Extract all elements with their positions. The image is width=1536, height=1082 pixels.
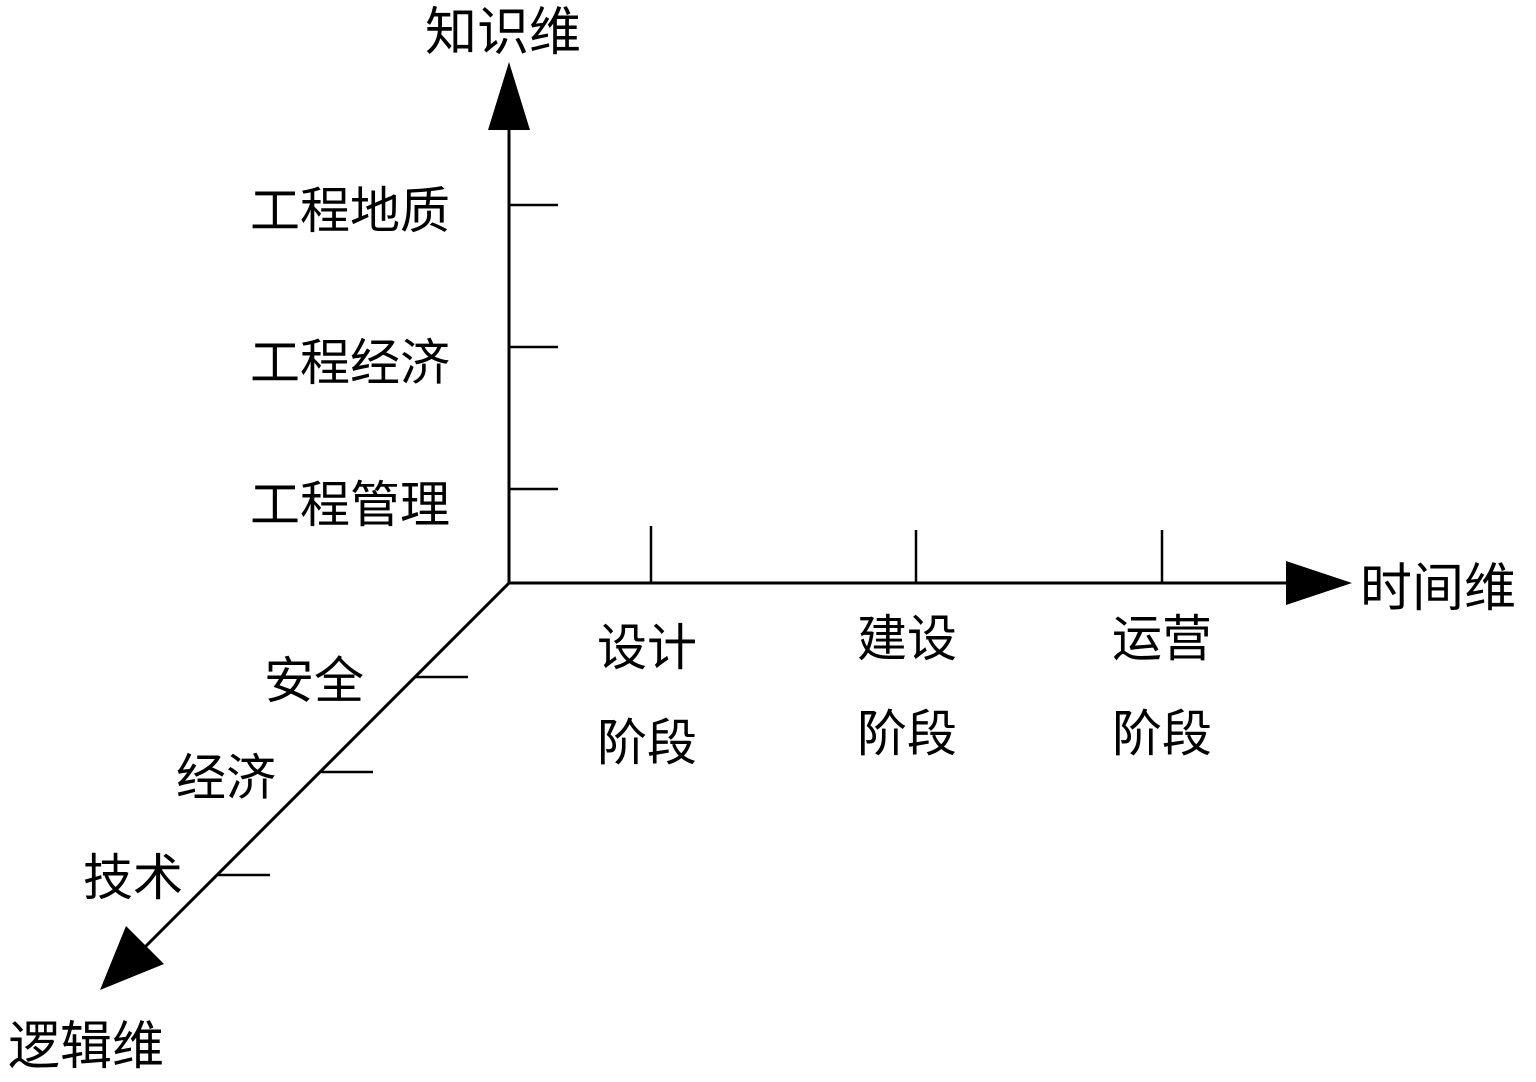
logic-tick-label-safety: 安全 — [264, 652, 364, 710]
time-tick-label-operation-line2: 阶段 — [1112, 705, 1212, 763]
knowledge-tick-label-management: 工程管理 — [250, 476, 450, 534]
time-tick-label-design-line2: 阶段 — [597, 714, 697, 772]
logic-tick-label-economy: 经济 — [176, 749, 276, 807]
time-tick-label-operation-line1: 运营 — [1112, 610, 1212, 668]
time-axis-title: 时间维 — [1360, 559, 1516, 619]
logic-tick-label-technology: 技术 — [83, 849, 183, 907]
knowledge-axis-arrow — [488, 62, 530, 130]
knowledge-tick-label-geology: 工程地质 — [250, 182, 450, 240]
time-tick-label-construction-line1: 建设 — [857, 610, 957, 668]
time-tick-label-design-line1: 设计 — [597, 619, 697, 677]
logic-axis-line — [143, 581, 511, 949]
logic-axis-arrow — [100, 926, 164, 990]
knowledge-tick-label-economics: 工程经济 — [250, 334, 450, 392]
knowledge-axis-title: 知识维 — [425, 3, 581, 63]
logic-axis-title: 逻辑维 — [8, 1017, 164, 1077]
time-tick-label-construction-line2: 阶段 — [857, 705, 957, 763]
time-axis-arrow — [1286, 561, 1352, 605]
